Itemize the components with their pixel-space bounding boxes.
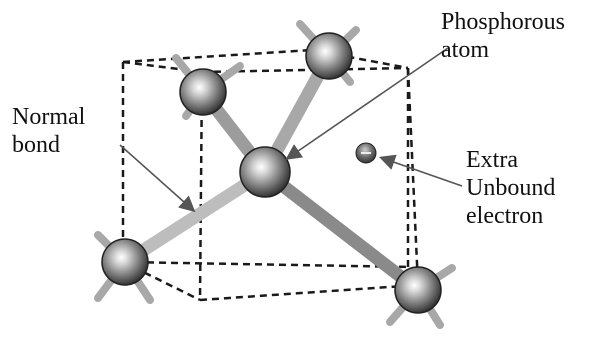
extra-electron-label-line-2: Unbound (466, 175, 556, 201)
bond-lower-left (118, 165, 272, 269)
normal-bond-label: Normal bond (12, 103, 85, 159)
phosphorus-atom-center (239, 146, 291, 198)
phosphorous-label-line-2: atom (441, 37, 489, 63)
arrow-to-electron (378, 154, 463, 187)
phosphorous-atom-label: Phosphorous atom (441, 8, 565, 64)
phosphorous-label-line-1: Phosphorous (441, 9, 566, 35)
atoms (101, 32, 442, 314)
bond-lower-right (258, 165, 425, 297)
extra-electron-label-line-1: Extra (466, 147, 518, 173)
extra-electron-label-line-3: electron (466, 203, 544, 229)
extra-electron-label: Extra Unbound electron (466, 146, 555, 230)
silicon-atom-upper-left (179, 68, 227, 116)
normal-bond-label-line-2: bond (12, 132, 60, 158)
normal-bond-label-line-1: Normal (12, 104, 86, 130)
silicon-atom-upper-right (305, 32, 353, 80)
annotation-arrows (119, 47, 463, 213)
silicon-atom-lower-right (394, 266, 442, 314)
arrow-to-phosphorus (285, 47, 449, 160)
silicon-atom-lower-left (101, 238, 149, 286)
arrow-to-bond (119, 144, 196, 213)
